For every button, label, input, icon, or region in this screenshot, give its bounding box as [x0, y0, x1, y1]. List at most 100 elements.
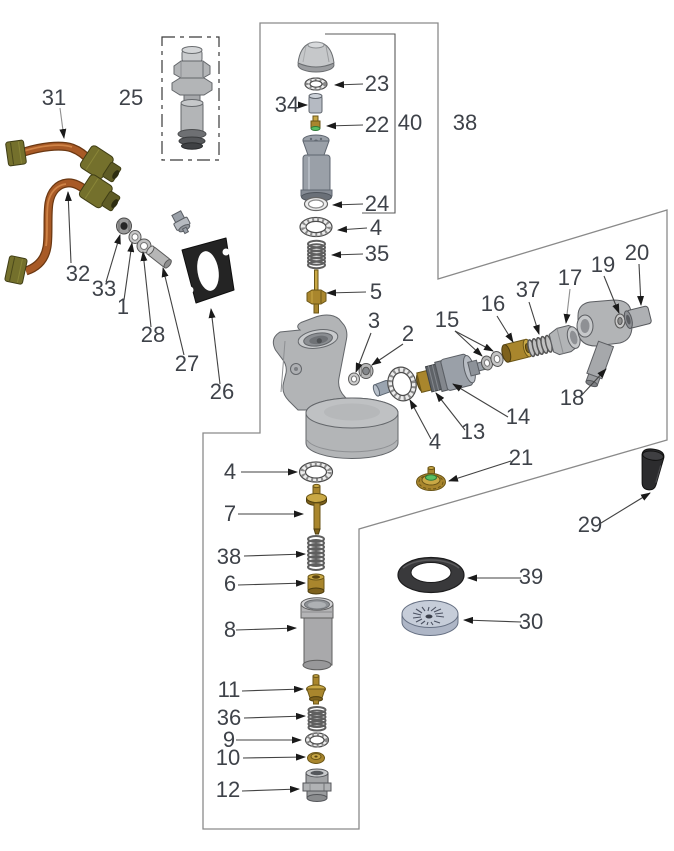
part-24-ring — [303, 196, 329, 212]
part-1-washer — [128, 230, 142, 244]
callout-20: 20 — [625, 240, 649, 265]
leader-12 — [241, 785, 300, 793]
detail-box-25 — [161, 36, 220, 161]
callout-37: 37 — [516, 277, 540, 302]
part-13-14-valve-cartridge — [416, 353, 490, 394]
callout-13: 13 — [461, 419, 485, 444]
leader-11 — [241, 685, 304, 693]
callout-28: 28 — [141, 322, 165, 347]
leader-2 — [371, 343, 404, 366]
callout-labels: 31 25 23 34 22 40 38 24 4 35 5 3 2 15 16… — [42, 71, 649, 802]
part-18-valve-body — [576, 299, 633, 388]
part-31-copper-pipe — [5, 139, 122, 183]
callout-6: 6 — [224, 571, 236, 596]
callout-22: 22 — [365, 112, 389, 137]
leader-3 — [355, 332, 372, 373]
callout-29: 29 — [578, 512, 602, 537]
leader-35 — [331, 251, 364, 259]
leader-14 — [452, 383, 509, 418]
part-cap — [297, 41, 335, 73]
callout-3: 3 — [368, 308, 380, 333]
leader-30 — [463, 616, 522, 624]
part-22-valve — [310, 115, 321, 131]
callout-15: 15 — [435, 307, 459, 332]
callout-2: 2 — [402, 321, 414, 346]
part-8-cylinder — [300, 597, 334, 671]
callout-38-top: 38 — [453, 110, 477, 135]
callout-1: 1 — [117, 294, 129, 319]
part-11-brass-valve-pin — [306, 674, 326, 705]
leader-21 — [448, 460, 512, 482]
leader-15b — [454, 330, 494, 352]
callout-34: 34 — [275, 92, 299, 117]
part-3-washer — [348, 372, 360, 386]
leader-32 — [64, 191, 72, 264]
leader-5 — [326, 289, 367, 297]
part-27-pin — [146, 245, 172, 269]
part-29-knob — [641, 448, 665, 491]
part-40-piston — [300, 134, 333, 202]
leader-26 — [208, 308, 221, 385]
pipe-31-fitting — [79, 145, 122, 183]
part-20-sleeve — [623, 305, 652, 329]
callout-8: 8 — [224, 617, 236, 642]
part-4-oring-right — [387, 366, 417, 402]
callout-14: 14 — [506, 404, 530, 429]
leader-33 — [105, 234, 121, 283]
part-10-brass-disc — [307, 752, 325, 764]
part-4-ring-column — [299, 216, 333, 238]
part-34-cylinder — [308, 93, 323, 114]
callout-38-spring: 38 — [217, 544, 241, 569]
bracket-40 — [325, 33, 396, 214]
small-plug — [171, 210, 191, 235]
leader-27 — [161, 267, 185, 356]
part-19-washer — [614, 313, 626, 329]
part-9-ring — [304, 732, 330, 748]
part-37-spring — [527, 334, 553, 358]
callout-10: 10 — [216, 745, 240, 770]
part-12-fitting — [302, 768, 332, 802]
leader-29 — [600, 492, 651, 524]
part-7-brass-screw — [306, 483, 327, 535]
leader-4-col — [337, 225, 368, 233]
leader-24 — [332, 201, 364, 209]
pipe-31-nut — [5, 139, 27, 167]
part-group-head-body — [272, 314, 399, 459]
leader-22 — [326, 122, 364, 130]
leader-17 — [563, 288, 571, 324]
part-38-spring — [307, 535, 325, 571]
callout-18: 18 — [560, 385, 584, 410]
part-25-fitting-assembly — [171, 46, 213, 150]
callout-17: 17 — [558, 265, 582, 290]
leader-37 — [528, 301, 540, 335]
part-33-nut — [116, 217, 132, 235]
part-17-nut — [548, 324, 581, 356]
leader-18 — [579, 368, 607, 398]
callout-39: 39 — [519, 564, 543, 589]
callout-35: 35 — [365, 241, 389, 266]
part-15-washers — [480, 351, 504, 371]
part-6-brass-bushing — [307, 573, 325, 595]
callout-31: 31 — [42, 85, 66, 110]
leader-23 — [334, 81, 364, 89]
part-26-gasket — [181, 237, 235, 304]
leader-13 — [435, 392, 466, 431]
leader-16 — [496, 315, 514, 343]
leader-19 — [603, 275, 620, 314]
callout-4-bottom: 4 — [224, 459, 236, 484]
body-top-opening — [297, 329, 339, 349]
part-30-shower-screen — [401, 600, 459, 636]
callout-9: 9 — [223, 727, 235, 752]
part-5-valve-stem — [306, 269, 327, 314]
part-39-group-gasket — [397, 556, 465, 594]
callout-32: 32 — [66, 261, 90, 286]
leader-36 — [243, 712, 306, 720]
callout-21: 21 — [509, 445, 533, 470]
leader-10 — [242, 753, 306, 761]
callout-25: 25 — [119, 85, 143, 110]
callout-23: 23 — [365, 71, 389, 96]
callout-16: 16 — [481, 291, 505, 316]
callout-30: 30 — [519, 609, 543, 634]
